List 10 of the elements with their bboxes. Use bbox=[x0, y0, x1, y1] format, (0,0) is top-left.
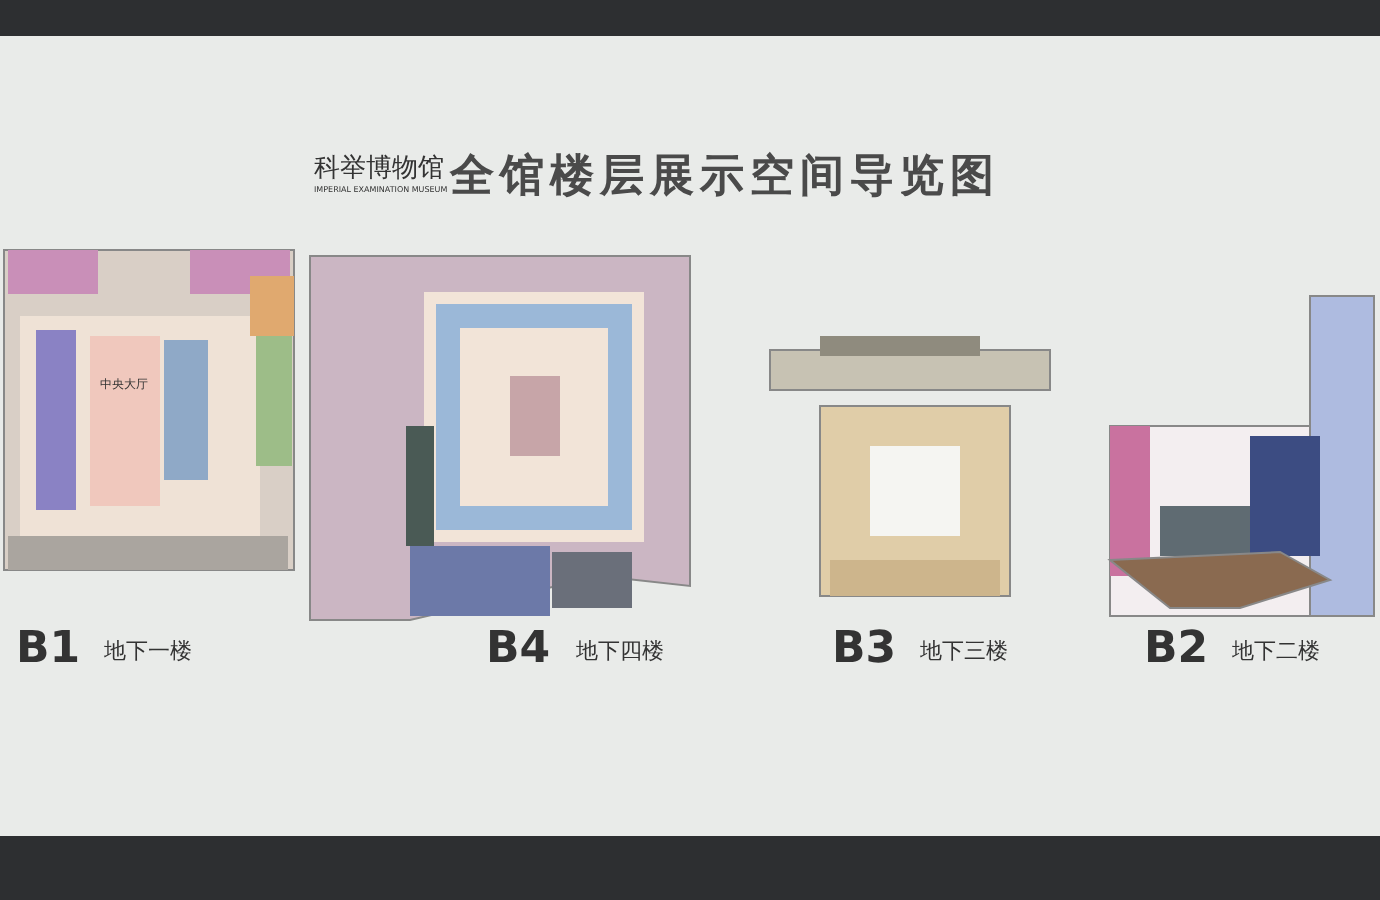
floor-number: B4 bbox=[486, 628, 551, 672]
floor-number: B1 bbox=[16, 628, 81, 672]
floor-name: 地下四楼 bbox=[576, 640, 664, 662]
floor-number: B2 bbox=[1144, 628, 1209, 672]
floor-number: B3 bbox=[832, 628, 897, 672]
floor-name: 地下二楼 bbox=[1232, 640, 1320, 662]
map-title: 全馆楼层展示空间导览图 bbox=[450, 156, 1000, 200]
floor-name: 地下三楼 bbox=[920, 640, 1008, 662]
floor-name: 地下一楼 bbox=[104, 640, 192, 662]
museum-name: 科举博物馆 bbox=[314, 156, 444, 182]
